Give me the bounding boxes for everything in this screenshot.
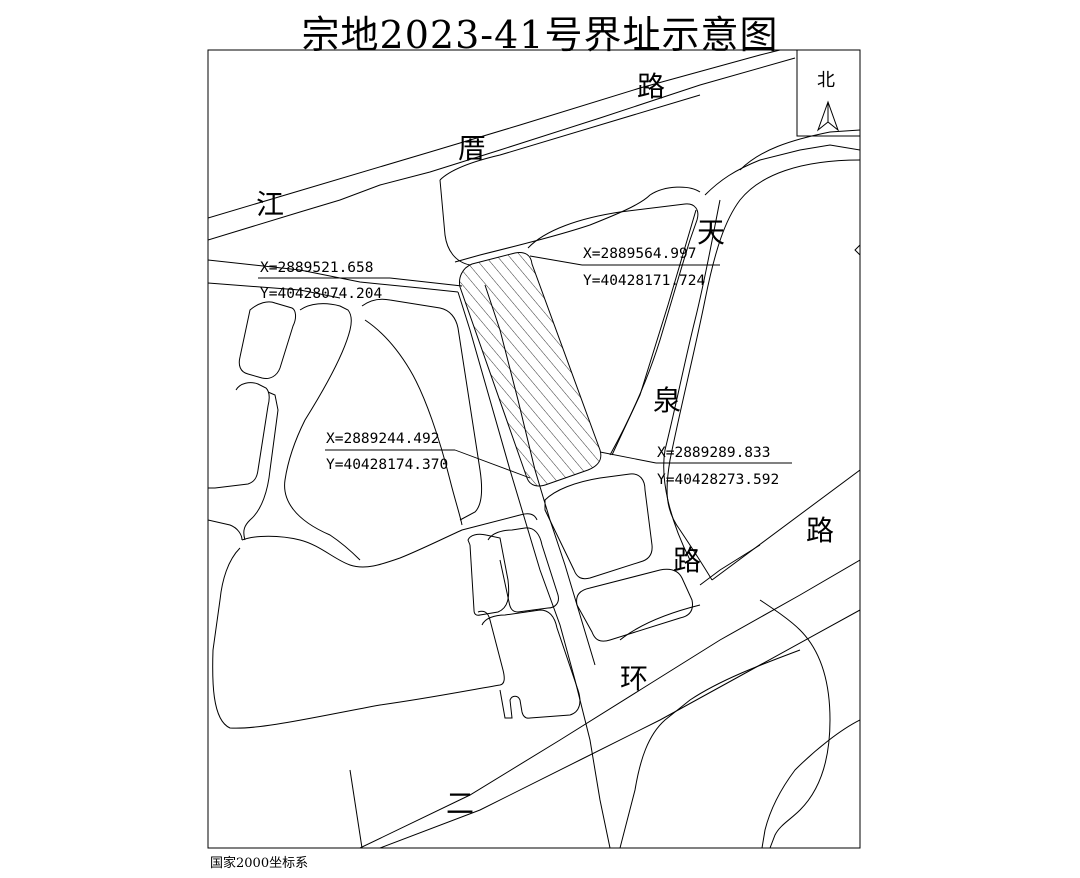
coordinate-leaders — [258, 255, 792, 479]
road-label-cuo: 厝 — [458, 132, 486, 165]
parcel-2023-41 — [459, 252, 602, 487]
road-label-lu-top: 路 — [637, 70, 665, 103]
north-label: 北 — [817, 70, 835, 91]
coord-3-x: X=2889244.492 — [326, 431, 440, 447]
coordinate-system-note: 国家2000坐标系 — [210, 856, 309, 871]
coord-2-x: X=2889564.997 — [583, 246, 697, 262]
map-frame — [207, 49, 861, 849]
coord-3-y: Y=40428174.370 — [326, 457, 448, 473]
coord-4-y: Y=40428273.592 — [657, 472, 779, 488]
road-label-lu-mid: 路 — [673, 544, 701, 577]
coord-4-x: X=2889289.833 — [657, 445, 771, 461]
road-label-lu-right: 路 — [806, 514, 834, 547]
road-label-tian: 天 — [697, 216, 725, 249]
coord-2-y: Y=40428171.724 — [583, 273, 705, 289]
road-label-huan: 环 — [620, 662, 648, 695]
road-network — [208, 50, 860, 848]
road-label-jiang: 江 — [256, 188, 284, 221]
road-label-quan: 泉 — [653, 384, 681, 417]
road-label-er: 二 — [446, 787, 474, 820]
north-arrow-icon: 北 — [816, 70, 840, 132]
coord-1-x: X=2889521.658 — [260, 260, 374, 276]
coord-1-y: Y=40428074.204 — [260, 286, 382, 302]
